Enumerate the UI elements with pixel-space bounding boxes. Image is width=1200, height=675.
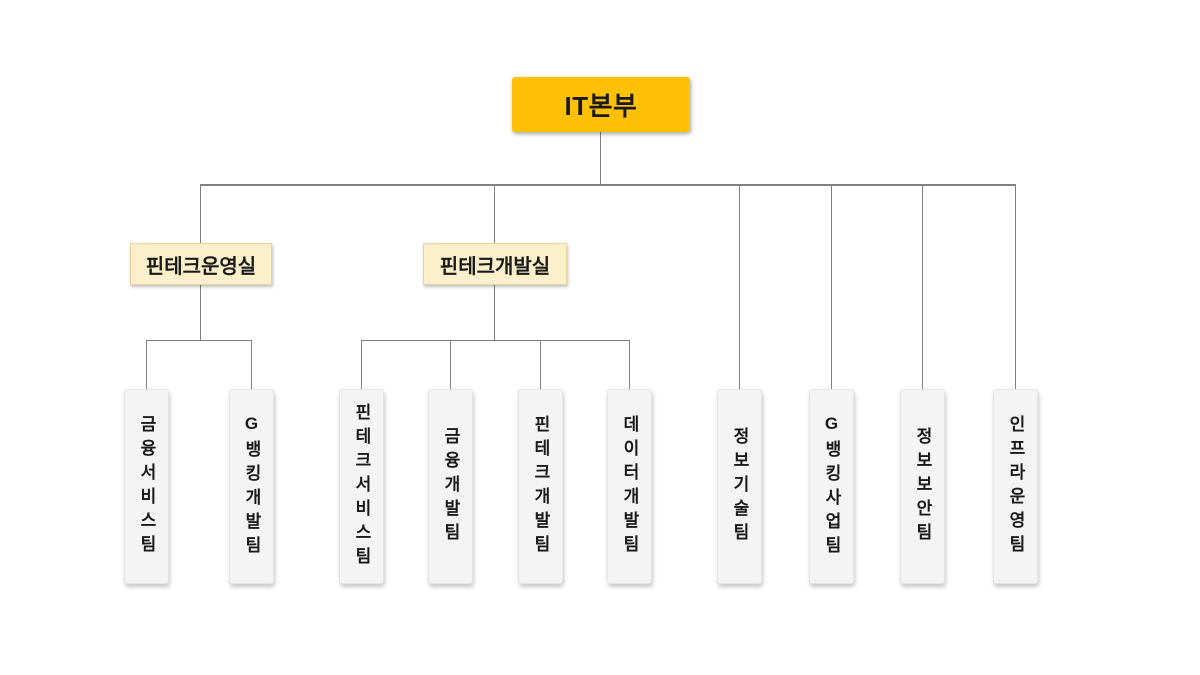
- connector-main-horizontal: [200, 184, 1016, 186]
- org-root-label: IT본부: [564, 91, 638, 121]
- team-label: 정보보안팀: [913, 426, 932, 547]
- office-label: 핀테크개발실: [439, 255, 551, 278]
- connector-direct-team4-drop: [1015, 185, 1016, 389]
- connector-office2-team4-drop: [629, 340, 630, 389]
- team-label: 인프라운영팀: [1006, 414, 1025, 559]
- connector-direct-team3-drop: [922, 185, 923, 389]
- connector-direct-team2-drop: [831, 185, 832, 389]
- team-node: 금융서비스팀: [124, 389, 169, 584]
- office-label: 핀테크운영실: [145, 255, 257, 278]
- connector-office2-team3-drop: [540, 340, 541, 389]
- team-label: G뱅킹개발팀: [242, 413, 261, 560]
- connector-office2-team2-drop: [450, 340, 451, 389]
- team-node: 금융개발팀: [428, 389, 473, 584]
- office-node-fintech-development: 핀테크개발실: [423, 243, 567, 285]
- connector-office1-team1-drop: [146, 340, 147, 389]
- team-node: 핀테크개발팀: [518, 389, 563, 584]
- connector-root-drop: [600, 132, 601, 185]
- team-label: 금융개발팀: [441, 426, 460, 547]
- connector-office2-stem: [494, 285, 495, 340]
- team-label: 금융서비스팀: [137, 414, 156, 559]
- connector-office1-drop: [200, 185, 201, 243]
- team-label: 핀테크개발팀: [531, 414, 550, 559]
- connector-office1-team2-drop: [251, 340, 252, 389]
- team-label: 정보기술팀: [730, 426, 749, 547]
- team-node: 정보보안팀: [900, 389, 945, 584]
- team-label: 핀테크서비스팀: [352, 402, 371, 571]
- connector-office1-horizontal: [146, 340, 252, 341]
- office-node-fintech-operations: 핀테크운영실: [130, 243, 272, 285]
- team-node: G뱅킹사업팀: [809, 389, 854, 584]
- connector-office2-drop: [494, 185, 495, 243]
- team-label: 데이터개발팀: [620, 414, 639, 559]
- connector-office1-stem: [200, 285, 201, 340]
- connector-office2-horizontal: [361, 340, 630, 341]
- team-node: G뱅킹개발팀: [229, 389, 274, 584]
- team-label: G뱅킹사업팀: [822, 413, 841, 560]
- org-root-node: IT본부: [512, 77, 690, 132]
- team-node: 데이터개발팀: [607, 389, 652, 584]
- team-node: 인프라운영팀: [993, 389, 1038, 584]
- team-node: 핀테크서비스팀: [339, 389, 384, 584]
- team-node: 정보기술팀: [717, 389, 762, 584]
- connector-office2-team1-drop: [361, 340, 362, 389]
- connector-direct-team1-drop: [739, 185, 740, 389]
